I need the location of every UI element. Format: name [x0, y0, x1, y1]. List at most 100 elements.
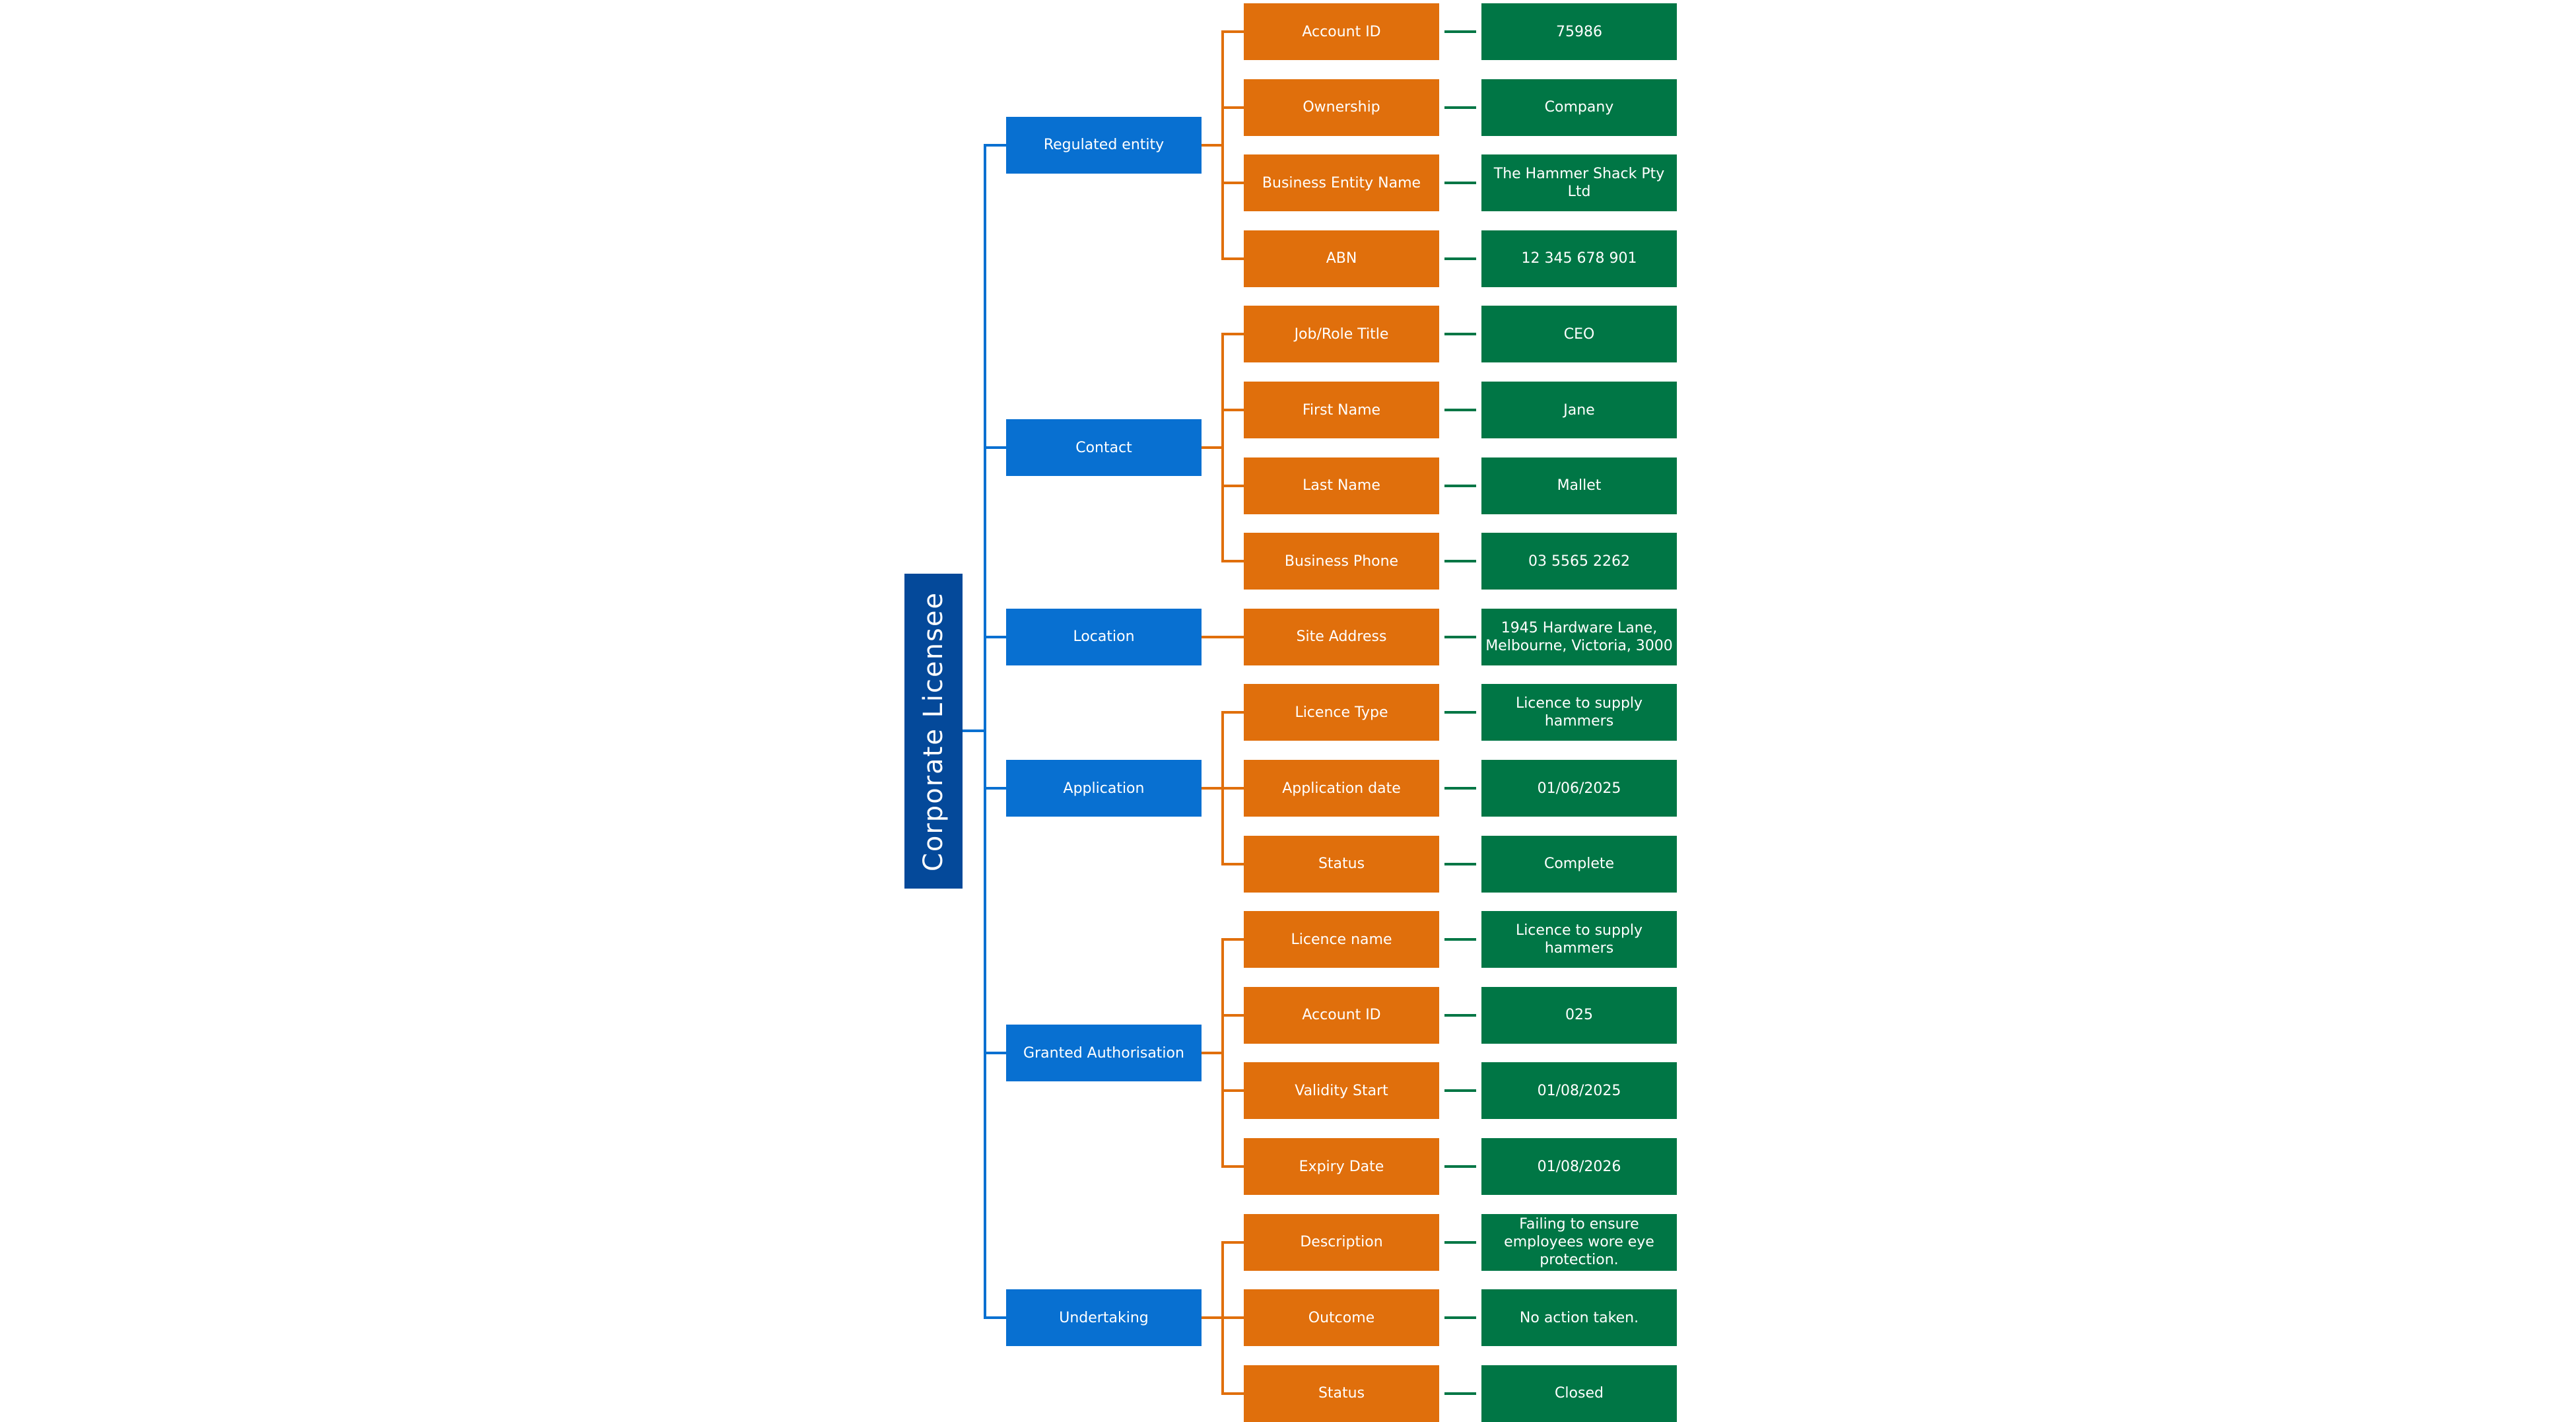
value-connector [1444, 182, 1476, 185]
category-field-connector [1202, 787, 1223, 790]
category-field-connector [1202, 446, 1223, 450]
field-node: Outcome [1244, 1289, 1439, 1347]
category-node: Application [1006, 760, 1202, 817]
category-node: Location [1006, 608, 1202, 665]
field-connector [1223, 484, 1244, 487]
category-connector [985, 1052, 1006, 1055]
value-connector [1444, 1013, 1476, 1017]
field-node: Ownership [1244, 79, 1439, 136]
value-connector [1444, 560, 1476, 563]
field-bracket-line [1221, 333, 1224, 563]
value-connector [1444, 1165, 1476, 1168]
root-node: Corporate Licensee [904, 574, 963, 889]
category-connector [985, 446, 1006, 450]
value-connector [1444, 1392, 1476, 1395]
value-node: Failing to ensure employees wore eye pro… [1481, 1213, 1677, 1271]
value-node: 01/06/2025 [1481, 760, 1677, 817]
category-bracket-line [984, 143, 986, 1320]
field-connector [1223, 30, 1244, 33]
category-node: Regulated entity [1006, 116, 1202, 174]
field-node: First Name [1244, 382, 1439, 438]
field-connector [1223, 862, 1244, 865]
field-connector [1223, 711, 1244, 714]
field-node: Site Address [1244, 608, 1439, 665]
field-connector [1223, 333, 1244, 336]
value-node: Complete [1481, 835, 1677, 893]
field-connector [1223, 560, 1244, 563]
value-node: 01/08/2025 [1481, 1062, 1677, 1120]
value-connector [1444, 333, 1476, 336]
value-node: 12 345 678 901 [1481, 230, 1677, 287]
value-node: Licence to supply hammers [1481, 684, 1677, 741]
value-connector [1444, 106, 1476, 109]
field-connector [1223, 1089, 1244, 1093]
value-connector [1444, 257, 1476, 260]
value-connector [1444, 862, 1476, 865]
field-connector [1223, 1013, 1244, 1017]
field-connector [1223, 1316, 1244, 1320]
field-node: Status [1244, 835, 1439, 893]
value-connector [1444, 484, 1476, 487]
field-node: Last Name [1244, 457, 1439, 514]
value-node: 03 5565 2262 [1481, 533, 1677, 590]
value-connector [1444, 787, 1476, 790]
field-node: Licence Type [1244, 684, 1439, 741]
root-connector [963, 729, 985, 732]
value-node: The Hammer Shack Pty Ltd [1481, 154, 1677, 212]
field-connector [1223, 938, 1244, 941]
category-connector [985, 1316, 1006, 1320]
value-node: No action taken. [1481, 1289, 1677, 1347]
field-connector [1223, 1165, 1244, 1168]
value-node: 025 [1481, 986, 1677, 1044]
field-connector [1223, 106, 1244, 109]
field-node: Job/Role Title [1244, 306, 1439, 363]
field-node: Account ID [1244, 986, 1439, 1044]
field-connector [1223, 409, 1244, 411]
field-node: Description [1244, 1213, 1439, 1271]
field-node: Business Entity Name [1244, 154, 1439, 212]
category-node: Contact [1006, 419, 1202, 477]
field-node: Status [1244, 1365, 1439, 1422]
value-node: Closed [1481, 1365, 1677, 1422]
category-field-connector [1202, 1052, 1223, 1055]
value-connector [1444, 711, 1476, 714]
field-node: Validity Start [1244, 1062, 1439, 1120]
field-node: Business Phone [1244, 533, 1439, 590]
category-connector [985, 635, 1006, 638]
value-node: 01/08/2026 [1481, 1138, 1677, 1195]
value-node: Mallet [1481, 457, 1677, 514]
field-node: ABN [1244, 230, 1439, 287]
field-connector [1223, 787, 1244, 790]
value-node: Licence to supply hammers [1481, 911, 1677, 968]
value-connector [1444, 938, 1476, 941]
category-node: Granted Authorisation [1006, 1025, 1202, 1082]
value-connector [1444, 1316, 1476, 1320]
category-field-connector [1202, 143, 1223, 147]
value-connector [1444, 30, 1476, 33]
value-node: CEO [1481, 306, 1677, 363]
value-connector [1444, 635, 1476, 638]
field-bracket-line [1221, 30, 1224, 260]
value-connector [1444, 409, 1476, 411]
value-node: 75986 [1481, 3, 1677, 60]
value-node: 1945 Hardware Lane, Melbourne, Victoria,… [1481, 608, 1677, 665]
value-connector [1444, 1240, 1476, 1244]
field-node: Application date [1244, 760, 1439, 817]
value-node: Company [1481, 79, 1677, 136]
field-node: Account ID [1244, 3, 1439, 60]
field-connector [1223, 257, 1244, 260]
category-field-connector [1202, 1316, 1223, 1320]
category-node: Undertaking [1006, 1289, 1202, 1347]
category-connector [985, 787, 1006, 790]
field-connector [1223, 182, 1244, 185]
value-connector [1444, 1089, 1476, 1093]
value-node: Jane [1481, 382, 1677, 438]
field-connector [1223, 1240, 1244, 1244]
category-connector [985, 143, 1006, 147]
root-title: Corporate Licensee [918, 591, 949, 871]
field-node: Licence name [1244, 911, 1439, 968]
field-connector [1223, 1392, 1244, 1395]
field-bracket-line [1221, 938, 1224, 1168]
field-connector [1202, 635, 1244, 638]
